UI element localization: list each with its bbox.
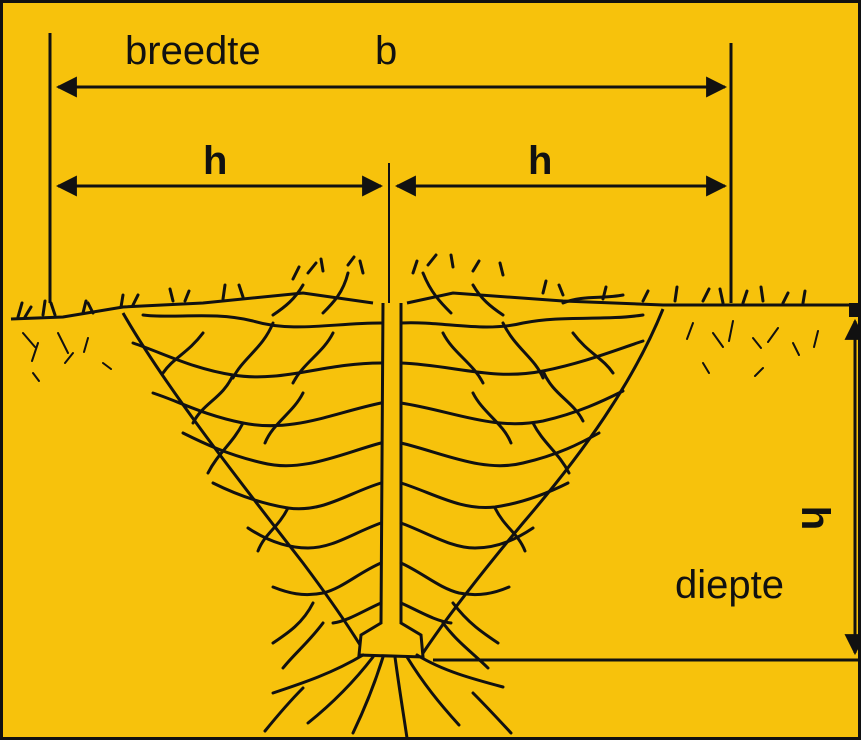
right-half-width-label: h [528,141,552,181]
left-half-width-label: h [203,141,227,181]
depth-label: diepte [675,565,784,605]
soil-texture [23,321,818,381]
root-system-diagram [3,3,861,740]
roots-left [133,273,381,623]
tree-stem [359,303,423,657]
width-symbol-label: b [375,31,397,71]
width-label: breedte [125,31,261,71]
roots-right [401,273,643,623]
depth-symbol-label: h [795,506,835,530]
